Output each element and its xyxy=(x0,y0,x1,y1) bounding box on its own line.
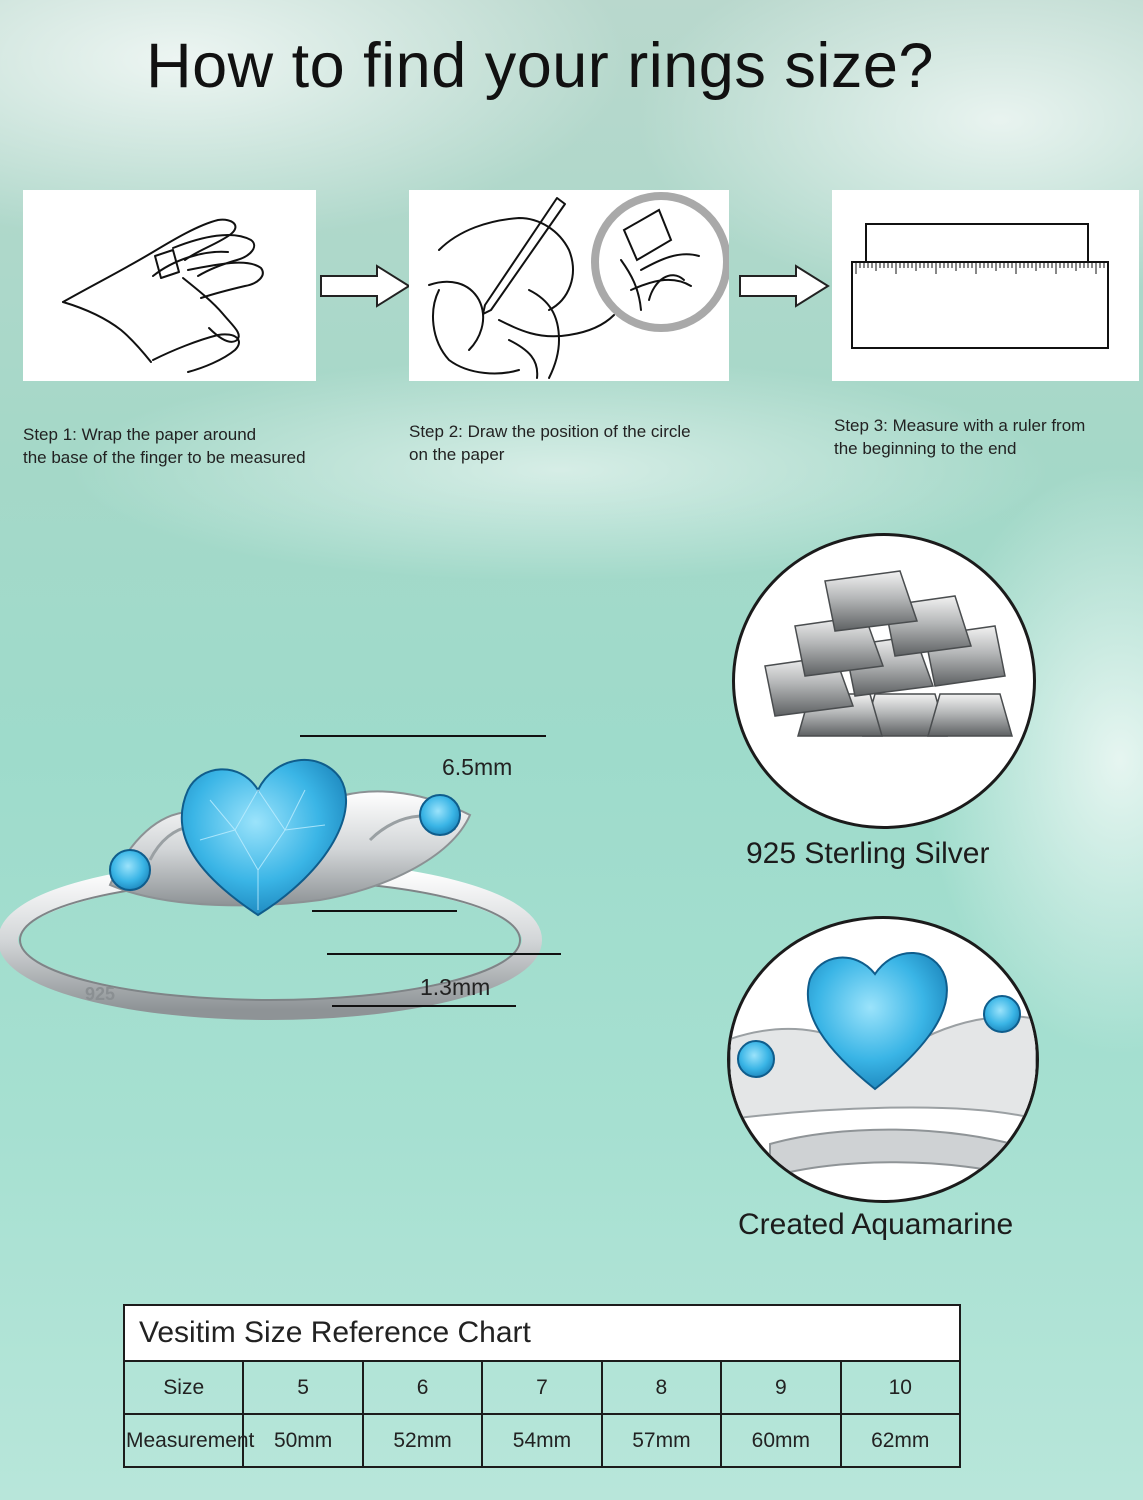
dimension-line xyxy=(327,953,561,955)
step-2-illustration xyxy=(409,190,731,381)
silver-bars-icon xyxy=(764,570,1013,737)
size-reference-chart: Vesitim Size Reference Chart Size 5 6 7 … xyxy=(122,1304,962,1468)
stone-caption: Created Aquamarine xyxy=(738,1208,1014,1241)
measurement-cell: 60mm xyxy=(720,1413,842,1468)
size-cell: 9 xyxy=(720,1360,842,1415)
material-caption: 925 Sterling Silver xyxy=(746,837,990,870)
pencil-mark-icon xyxy=(428,192,731,379)
size-cell: 7 xyxy=(481,1360,603,1415)
ring-stamp: 925 xyxy=(85,984,115,1004)
size-row-label: Size xyxy=(122,1360,245,1415)
band-width-label: 1.3mm xyxy=(420,974,491,1000)
chart-title: Vesitim Size Reference Chart xyxy=(123,1304,961,1362)
size-cell: 6 xyxy=(361,1360,484,1415)
step-2-text: Step 2: Draw the position of the circle … xyxy=(409,422,691,464)
size-cell: 5 xyxy=(242,1360,364,1415)
measurement-cell: 57mm xyxy=(600,1413,723,1468)
hand-wrap-icon xyxy=(62,218,264,373)
step-1-text: Step 1: Wrap the paper around the base o… xyxy=(23,425,306,467)
gem-closeup-icon xyxy=(730,951,1036,1181)
measurement-cell: 62mm xyxy=(839,1413,962,1468)
page-title: How to find your rings size? xyxy=(146,31,934,101)
ruler-icon xyxy=(851,223,1109,349)
size-cell: 8 xyxy=(600,1360,723,1415)
measurement-cell: 52mm xyxy=(361,1413,484,1468)
arrow-right-icon xyxy=(320,264,411,308)
step-3-illustration xyxy=(832,190,1139,381)
stone-width-label: 6.5mm xyxy=(442,754,513,780)
step-3-text: Step 3: Measure with a ruler from the be… xyxy=(834,416,1086,458)
ring-image: 925 xyxy=(0,758,542,1020)
measurement-cell: 50mm xyxy=(242,1413,364,1468)
dimension-line xyxy=(312,910,457,912)
measurement-cell: 54mm xyxy=(481,1413,603,1468)
dimension-line xyxy=(300,735,546,737)
silver-bars-circle xyxy=(732,533,1036,829)
aquamarine-closeup-circle xyxy=(727,916,1039,1203)
arrow-right-icon xyxy=(739,264,830,308)
dimension-line xyxy=(332,1005,516,1007)
measurement-row-label: Measurement xyxy=(122,1413,254,1468)
size-cell: 10 xyxy=(839,1360,962,1415)
step-1-illustration xyxy=(23,190,316,381)
